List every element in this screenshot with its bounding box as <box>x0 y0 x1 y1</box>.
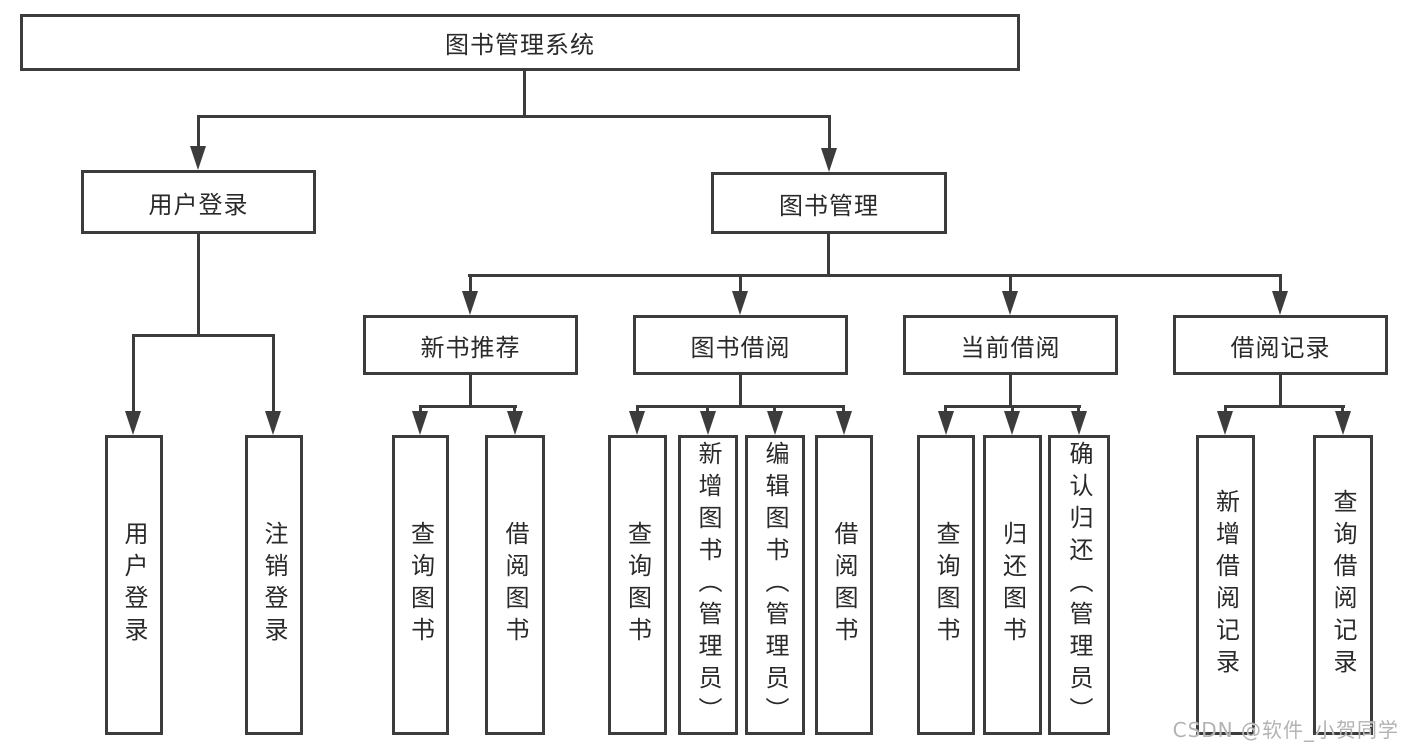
leaf-label: 确认归还（管理员） <box>1065 441 1093 729</box>
leaf-query-books-current: 查询图书 <box>917 435 975 735</box>
csdn-watermark: CSDN @软件_小贺同学 <box>1172 718 1399 742</box>
connector-line <box>1009 373 1012 408</box>
connector-line <box>132 334 135 411</box>
arrowhead-down-icon <box>1217 411 1233 435</box>
node-book-management-system: 图书管理系统 <box>20 14 1020 71</box>
node-label: 当前借阅 <box>960 333 1061 362</box>
node-label: 图书管理系统 <box>445 31 595 59</box>
leaf-query-borrow-record: 查询借阅记录 <box>1313 435 1373 735</box>
leaf-add-borrow-record: 新增借阅记录 <box>1196 435 1255 735</box>
node-borrowing-records: 借阅记录 <box>1173 315 1388 375</box>
connector-line <box>1077 405 1080 414</box>
connector-line <box>1279 373 1282 408</box>
node-label: 图书管理 <box>779 191 879 220</box>
leaf-return-book: 归还图书 <box>983 435 1042 735</box>
node-book-borrowing: 图书借阅 <box>633 315 848 375</box>
leaf-label: 查询图书 <box>932 521 960 649</box>
connector-line <box>1341 405 1344 414</box>
leaf-label: 查询图书 <box>406 521 435 649</box>
connector-line <box>1224 405 1227 414</box>
connector-line <box>132 334 275 337</box>
arrowhead-down-icon <box>412 411 428 435</box>
arrowhead-down-icon <box>821 148 837 172</box>
arrowhead-down-icon <box>732 291 748 315</box>
connector-line <box>197 232 200 337</box>
leaf-borrow-books-recommend: 借阅图书 <box>485 435 545 735</box>
arrowhead-down-icon <box>265 411 281 435</box>
leaf-label: 编辑图书（管理员） <box>761 441 789 729</box>
connector-line <box>1009 274 1012 294</box>
connector-line <box>419 405 422 414</box>
leaf-confirm-return-admin: 确认归还（管理员） <box>1048 435 1110 735</box>
connector-line <box>419 405 517 408</box>
connector-line <box>1224 405 1345 408</box>
connector-line <box>773 405 776 414</box>
arrowhead-down-icon <box>1071 411 1087 435</box>
leaf-label: 用户登录 <box>120 521 148 649</box>
leaf-logout: 注销登录 <box>245 435 303 735</box>
arrowhead-down-icon <box>1335 411 1351 435</box>
node-user-login: 用户登录 <box>81 170 316 234</box>
connector-line <box>272 334 275 411</box>
node-label: 新书推荐 <box>420 333 521 362</box>
arrowhead-down-icon <box>629 411 645 435</box>
connector-line <box>197 115 831 118</box>
arrowhead-down-icon <box>836 411 852 435</box>
connector-line <box>468 274 1282 277</box>
arrowhead-down-icon <box>1002 291 1018 315</box>
leaf-label: 借阅图书 <box>501 521 529 649</box>
leaf-query-books-recommend: 查询图书 <box>392 435 449 735</box>
connector-line <box>197 115 200 148</box>
arrowhead-down-icon <box>938 411 954 435</box>
arrowhead-down-icon <box>125 411 141 435</box>
arrowhead-down-icon <box>1004 411 1020 435</box>
node-new-book-recommend: 新书推荐 <box>363 315 578 375</box>
leaf-borrow-books-borrowing: 借阅图书 <box>815 435 873 735</box>
arrowhead-down-icon <box>190 146 206 170</box>
leaf-label: 借阅图书 <box>830 521 858 649</box>
connector-line <box>944 405 947 414</box>
connector-line <box>636 405 845 408</box>
arrowhead-down-icon <box>767 411 783 435</box>
leaf-add-book-admin: 新增图书（管理员） <box>678 435 738 735</box>
node-label: 借阅记录 <box>1230 333 1331 362</box>
arrowhead-down-icon <box>507 411 523 435</box>
connector-line <box>827 232 830 277</box>
connector-line <box>739 373 742 408</box>
node-book-management: 图书管理 <box>711 172 947 234</box>
connector-line <box>1279 274 1282 294</box>
leaf-edit-book-admin: 编辑图书（管理员） <box>745 435 805 735</box>
leaf-user-login: 用户登录 <box>105 435 163 735</box>
node-current-borrowing: 当前借阅 <box>903 315 1118 375</box>
connector-line <box>842 405 845 414</box>
node-label: 用户登录 <box>148 190 249 219</box>
connector-line <box>636 405 639 414</box>
connector-line <box>739 274 742 294</box>
arrowhead-down-icon <box>700 411 716 435</box>
arrowhead-down-icon <box>462 291 478 315</box>
leaf-label: 查询图书 <box>623 521 652 649</box>
leaf-label: 新增图书（管理员） <box>694 441 722 729</box>
connector-line <box>469 373 472 408</box>
leaf-label: 注销登录 <box>260 521 288 649</box>
arrowhead-down-icon <box>1272 291 1288 315</box>
connector-line <box>828 115 831 150</box>
connector-line <box>513 405 516 414</box>
connector-line <box>1011 405 1014 414</box>
leaf-query-books-borrowing: 查询图书 <box>608 435 667 735</box>
node-label: 图书借阅 <box>690 333 791 362</box>
connector-line <box>706 405 709 414</box>
leaf-label: 查询借阅记录 <box>1329 489 1357 681</box>
connector-line <box>469 274 472 294</box>
leaf-label: 归还图书 <box>998 521 1027 649</box>
connector-line <box>523 70 526 118</box>
leaf-label: 新增借阅记录 <box>1211 489 1240 681</box>
